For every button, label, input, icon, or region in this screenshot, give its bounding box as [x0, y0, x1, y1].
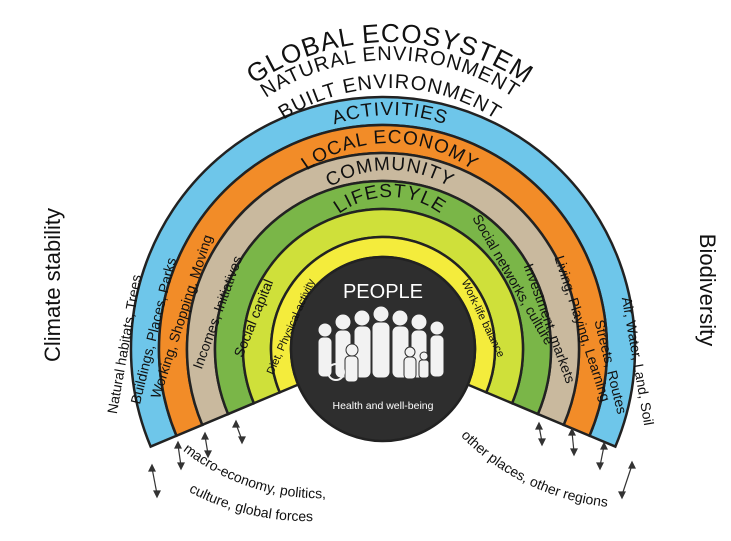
people-silhouettes-icon [317, 305, 445, 383]
arrow-icon [201, 431, 212, 459]
bottom-right-note: other places, other regions [459, 427, 609, 510]
arrow-icon [618, 460, 636, 500]
arrow-icon [232, 419, 246, 445]
arrow-icon [148, 463, 161, 499]
people-title: PEOPLE [343, 281, 423, 303]
people-subtitle: Health and well-being [333, 400, 434, 412]
climate-stability-label: Climate stability [40, 208, 65, 362]
people-center: PEOPLE Health and well-being [289, 255, 477, 443]
arrow-icon [568, 427, 578, 457]
biodiversity-label: Biodiversity [695, 234, 720, 346]
bottom-arrows [148, 419, 636, 500]
arrow-icon [535, 421, 546, 447]
arrow-icon [596, 441, 608, 471]
arrow-icon [174, 440, 185, 471]
